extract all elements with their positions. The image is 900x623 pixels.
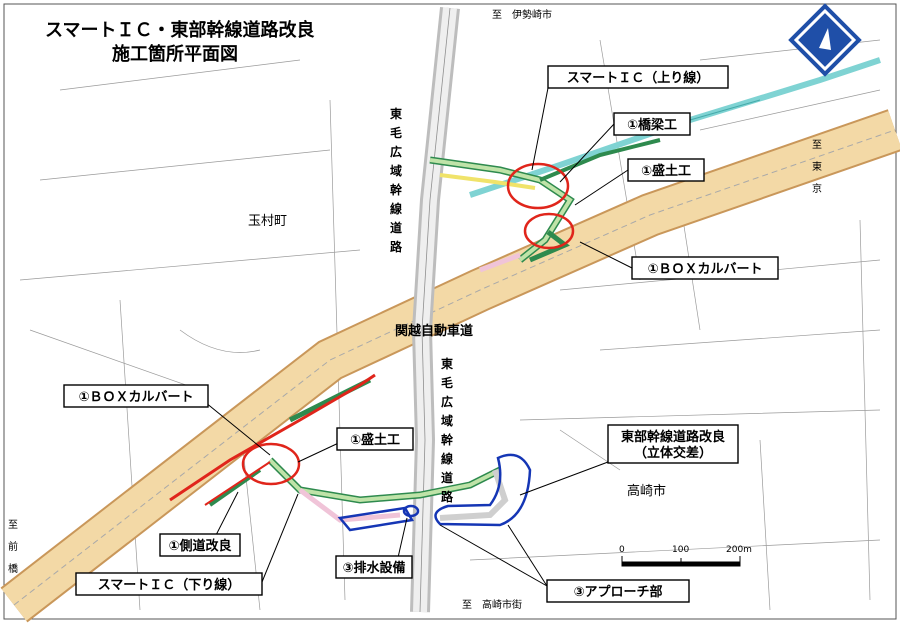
approach-outlines [337,453,532,532]
scale-tick-200: 200m [726,545,752,555]
road-labels: 東毛広域幹線道路 関越自動車道 東毛広域幹線道路 [390,106,473,504]
callout-tobu-line2: （立体交差） [634,445,712,461]
maebashi-label: 至前橋 [8,519,18,575]
callout-embank-north-box [627,158,705,182]
callout-box-south-box [63,384,209,408]
kanetsu-label: 関越自動車道 [395,323,473,339]
callout-side-road-box [159,533,241,557]
north-arrow-icon [819,28,831,50]
callout-approach: ③アプローチ部 [573,584,662,600]
work-site-markers [241,162,575,486]
approach-west-outline [337,506,414,532]
title-line2: 施工箇所平面図 [112,43,238,65]
callout-embank-north: ①盛土工 [641,163,691,179]
callout-side-road: ①側道改良 [168,538,231,554]
callout-drainage: ③排水設備 [342,560,405,576]
scale-bar: 0 100 200m [619,545,752,567]
takasaki-gai-label: 至 高崎市街 [462,598,522,611]
callout-box-north-box [631,256,779,280]
isesaki-label: 至 伊勢崎市 [492,8,552,21]
drainage-ellipse [402,504,420,518]
north-arrow [788,3,862,77]
callout-tobu-line1: 東部幹線道路改良 [621,429,725,445]
callout-bridge-box [613,112,691,136]
takasaki-label: 高崎市 [627,483,666,499]
callout-embank-south: ①盛土工 [350,432,400,448]
callout-box-south: ①ＢＯＸカルバート [78,390,193,405]
map-title: スマートＩＣ・東部幹線道路改良 施工箇所平面図 [45,19,314,65]
side-road-red-line [169,373,376,502]
tokyo-label: 至東京 [812,139,822,195]
box-culvert-south-ellipse [241,442,301,486]
bridge-site-ellipse [506,162,570,210]
callout-bridge: ①橋梁工 [627,117,677,133]
callouts: スマートＩＣ（上り線） ①橋梁工 ①盛土工 ①ＢＯＸカルバート ①ＢＯＸカルバー… [63,65,779,603]
callout-smart-up-box [547,65,729,89]
approach-east-outline [434,453,532,527]
river-edge [689,99,761,121]
title-line1: スマートＩＣ・東部幹線道路改良 [45,19,314,41]
kanetsu-expressway [0,109,900,623]
tamamura-label: 玉村町 [248,214,287,229]
side-road-red-line-2 [204,461,271,506]
tomo-north-label: 東毛広域幹線道路 [390,106,403,254]
place-names: 玉村町 高崎市 至 伊勢崎市 至 高崎市街 至東京 至前橋 [8,8,822,611]
callout-drainage-box [335,555,413,579]
background-streets [19,39,881,611]
callout-box-north: ①ＢＯＸカルバート [647,262,762,277]
scale-tick-0: 0 [619,545,625,555]
callout-smart-down-box [75,572,263,596]
box-culvert-north-ellipse [523,212,575,250]
scale-tick-100: 100 [672,545,689,555]
callout-smart-down: スマートＩＣ（下り線） [98,577,241,593]
callout-tobu-box [607,424,739,464]
callout-approach-box [546,579,690,603]
callout-embank-south-box [336,427,414,451]
callout-smart-up: スマートＩＣ（上り線） [567,70,710,86]
tomo-south-label: 東毛広域幹線道路 [441,356,454,504]
